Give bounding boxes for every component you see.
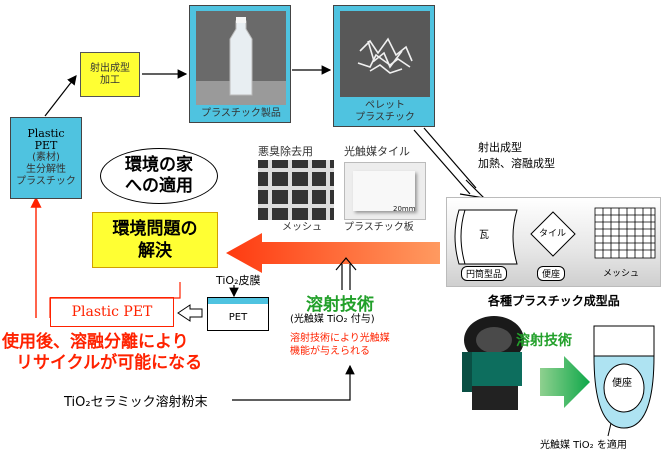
molded-products-drawing	[454, 207, 656, 265]
apply-tio2-label: 光触媒 TiO₂ を適用	[540, 440, 627, 451]
plastic-pet-line3: 生分解性	[26, 164, 66, 175]
deodorant-label: 悪臭除去用	[258, 145, 313, 158]
photocat-tile-label: 光触媒タイル	[344, 145, 410, 158]
spray-note: 溶射技術により光触媒 機能が与えられる	[290, 332, 390, 358]
arrow-pellet-to-molded-a	[423, 127, 477, 189]
plastic-plate-label: プラスチック板	[344, 222, 414, 233]
env-house-line1: 環境の家	[125, 155, 193, 175]
hollow-left-arrow	[177, 304, 203, 322]
env-problem-line2: 解決	[138, 241, 172, 261]
various-products-label: 各種プラスチック成型品	[488, 294, 620, 308]
plastic-pet-box: Plastic PET (素材) 生分解性 プラスチック	[10, 117, 82, 199]
big-orange-arrow	[226, 233, 440, 273]
pellet-line2: プラスチック	[355, 112, 415, 123]
mesh-sample-label: メッシュ	[282, 222, 322, 233]
toilet-seat-label: 便座	[612, 378, 632, 389]
injection-line2: 加工	[100, 74, 120, 86]
toilet-seat-drawing	[593, 325, 655, 429]
injection-box: 射出成型 加工	[80, 52, 140, 97]
tio2-powder-label: TiO₂セラミック溶射粉末	[64, 395, 208, 410]
plastic-pet-red-box: Plastic PET	[50, 297, 174, 327]
product-tag2: 便座	[537, 266, 566, 281]
molding-line2: 加熱、溶融成型	[478, 157, 555, 170]
product-tag1: 円筒型品	[461, 266, 508, 281]
pellet-line1: ペレット	[365, 100, 405, 111]
spray-note-line1: 溶射技術により光触媒	[290, 333, 390, 344]
tio2-film-label: TiO₂皮膜	[216, 274, 261, 287]
env-house-line2: への適用	[125, 176, 193, 196]
product-tile-label: 瓦	[479, 230, 489, 241]
molding-label: 射出成型 加熱、溶融成型	[478, 140, 555, 172]
plastic-product-label: プラスチック製品	[201, 108, 281, 119]
double-up-arrow-head	[335, 257, 357, 271]
arrow-powder-to-spray	[232, 364, 355, 401]
product-tile2-label: タイル	[539, 229, 567, 239]
mesh-photo	[258, 160, 334, 220]
pet-box: PET	[207, 297, 269, 331]
pet-label: PET	[228, 312, 248, 323]
product-mesh-label: メッシュ	[603, 269, 640, 279]
plastic-pet-line4: プラスチック	[16, 176, 76, 187]
arrow-pet-to-injection	[44, 75, 77, 117]
spray-note-line2: 機能が与えられる	[290, 346, 370, 357]
env-problem-line1: 環境問題の	[112, 219, 198, 239]
scale-label: 20mm	[393, 205, 416, 213]
pellet-box: ペレット プラスチック	[333, 5, 435, 127]
toilet-photo	[452, 312, 534, 416]
spray-tech2-label: 溶射技術	[516, 333, 572, 349]
molding-line1: 射出成型	[478, 141, 522, 154]
spray-tech-title: 溶射技術	[306, 295, 374, 315]
plastic-pet-top: Plastic	[27, 127, 65, 140]
injection-line1: 射出成型	[90, 62, 130, 74]
recycle-line2: リサイクルが可能になる	[16, 353, 203, 373]
recycle-line1: 使用後、溶融分離により	[2, 332, 189, 352]
tile-photo: 20mm	[344, 162, 426, 220]
pellet-photo	[340, 11, 430, 97]
arrow-pellet-to-molded-b	[413, 129, 471, 195]
plastic-pet-line2: (素材)	[32, 152, 60, 163]
plastic-pet-bottom: PET	[34, 139, 58, 152]
molded-products-panel: 瓦 タイル 円筒型品 便座 メッシュ	[446, 197, 661, 287]
plastic-product-box: プラスチック製品	[189, 5, 291, 123]
bottle-photo	[196, 11, 286, 105]
plastic-pet-red-label: Plastic PET	[71, 304, 153, 320]
env-house-ellipse: 環境の家 への適用	[100, 148, 218, 204]
green-arrow	[540, 356, 590, 408]
env-problem-box: 環境問題の 解決	[92, 212, 218, 268]
recycle-text: 使用後、溶融分離により リサイクルが可能になる	[2, 332, 202, 374]
spray-tech-sub: (光触媒 TiO₂ 付与)	[290, 314, 375, 325]
